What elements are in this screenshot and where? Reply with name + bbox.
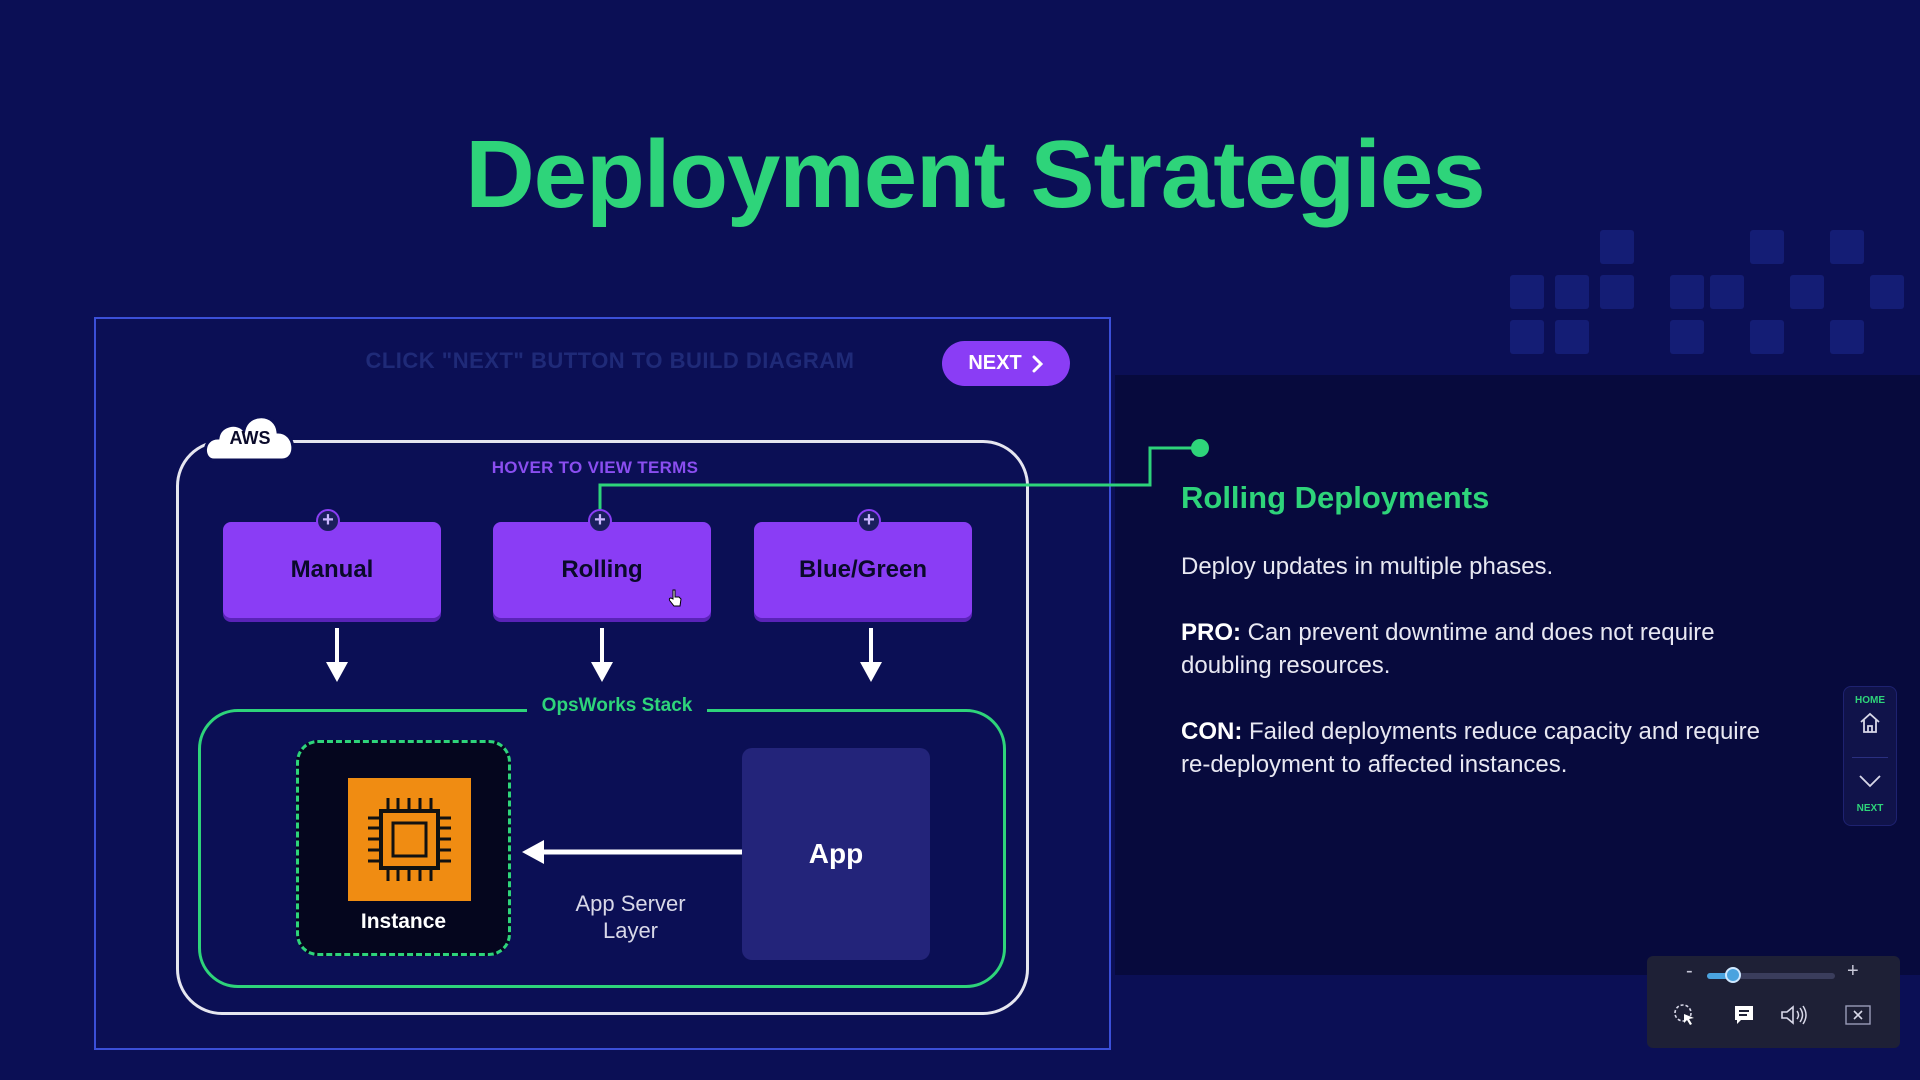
zoom-slider[interactable]: [1707, 973, 1835, 979]
hand-cursor-icon: [668, 589, 682, 607]
plus-icon[interactable]: +: [857, 509, 881, 533]
plus-icon[interactable]: +: [588, 509, 612, 533]
strategy-label: Manual: [290, 556, 374, 583]
next-button-label: NEXT: [968, 352, 1022, 374]
divider: [1852, 757, 1888, 758]
down-arrow-icon: [326, 628, 348, 682]
next-label: NEXT: [1856, 803, 1884, 814]
instance-label: Instance: [360, 910, 447, 933]
app-box: App: [742, 748, 930, 960]
pro-text: Can prevent downtime and does not requir…: [1181, 619, 1715, 679]
con-text: Failed deployments reduce capacity and r…: [1181, 718, 1760, 778]
zoom-out-button[interactable]: -: [1686, 960, 1693, 982]
home-label: HOME: [1855, 695, 1885, 706]
left-arrow-icon: [522, 840, 742, 864]
page-title: Deployment Strategies: [465, 121, 1485, 228]
zoom-slider-handle[interactable]: [1724, 967, 1741, 983]
side-nav: HOME NEXT: [1843, 686, 1897, 826]
player-controls: [1647, 956, 1900, 1048]
decorative-tiles: [1510, 225, 1920, 375]
chevron-down-icon[interactable]: [1858, 773, 1882, 789]
hover-hint: HOVER TO VIEW TERMS: [491, 458, 699, 477]
info-heading: Rolling Deployments: [1181, 480, 1490, 515]
connector-line: [598, 439, 1209, 525]
cursor-icon[interactable]: [1670, 1000, 1700, 1030]
strategy-blue-green[interactable]: Blue/Green: [754, 522, 972, 618]
chevron-right-icon: [1032, 355, 1043, 372]
info-con: CON: Failed deployments reduce capacity …: [1181, 715, 1771, 781]
layer-label-line1: App Server: [575, 891, 686, 916]
captions-icon[interactable]: [1729, 1000, 1759, 1030]
app-server-layer-label: App Server Layer: [548, 890, 713, 944]
info-pro: PRO: Can prevent downtime and does not r…: [1181, 616, 1771, 682]
down-arrow-icon: [860, 628, 882, 682]
info-description: Deploy updates in multiple phases.: [1181, 553, 1554, 580]
pro-label: PRO:: [1181, 619, 1241, 646]
zoom-in-button[interactable]: +: [1847, 960, 1859, 982]
zoom-slider-fill: [1707, 973, 1733, 979]
info-panel: [1115, 375, 1920, 975]
cpu-chip-icon: [368, 798, 451, 881]
home-icon[interactable]: [1858, 711, 1882, 735]
app-label: App: [808, 838, 864, 869]
strategy-manual[interactable]: Manual: [223, 522, 441, 618]
con-label: CON:: [1181, 718, 1243, 745]
diagram-frame: [94, 317, 1111, 1050]
strategy-label: Rolling: [561, 556, 643, 583]
strategy-label: Blue/Green: [798, 556, 928, 583]
cloud-icon: [204, 415, 295, 462]
down-arrow-icon: [591, 628, 613, 682]
build-instruction: CLICK "NEXT" BUTTON TO BUILD DIAGRAM: [365, 348, 855, 373]
close-icon[interactable]: [1843, 1000, 1873, 1030]
aws-container: [176, 440, 1029, 1015]
opsworks-label: OpsWorks Stack: [527, 695, 707, 717]
next-button[interactable]: NEXT: [942, 341, 1070, 386]
aws-label: AWS: [229, 428, 271, 448]
volume-icon[interactable]: [1780, 1000, 1810, 1030]
layer-label-line2: Layer: [602, 918, 659, 943]
plus-icon[interactable]: +: [316, 509, 340, 533]
